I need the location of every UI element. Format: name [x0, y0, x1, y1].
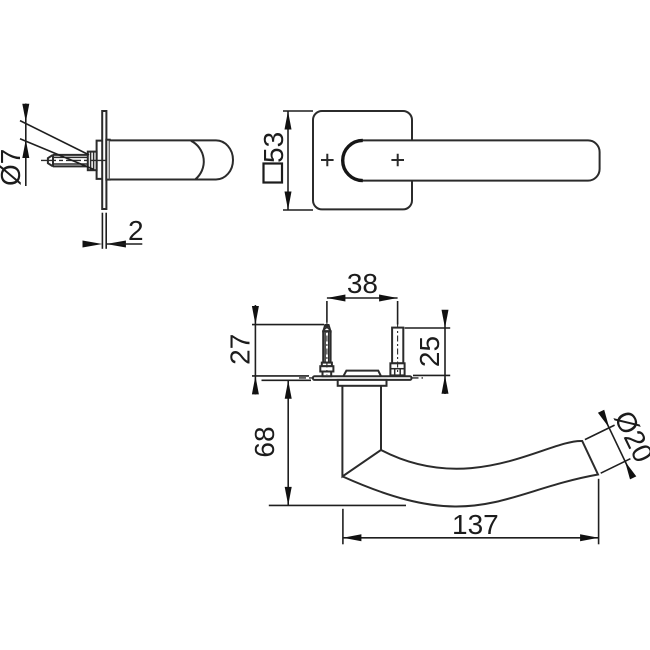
svg-text:53: 53: [258, 132, 289, 163]
svg-text:25: 25: [414, 336, 445, 367]
svg-text:Ø7: Ø7: [0, 149, 26, 186]
svg-text:38: 38: [347, 268, 378, 299]
svg-text:137: 137: [452, 509, 499, 540]
svg-text:2: 2: [128, 215, 144, 246]
svg-text:27: 27: [225, 334, 256, 365]
svg-text:68: 68: [249, 426, 280, 457]
